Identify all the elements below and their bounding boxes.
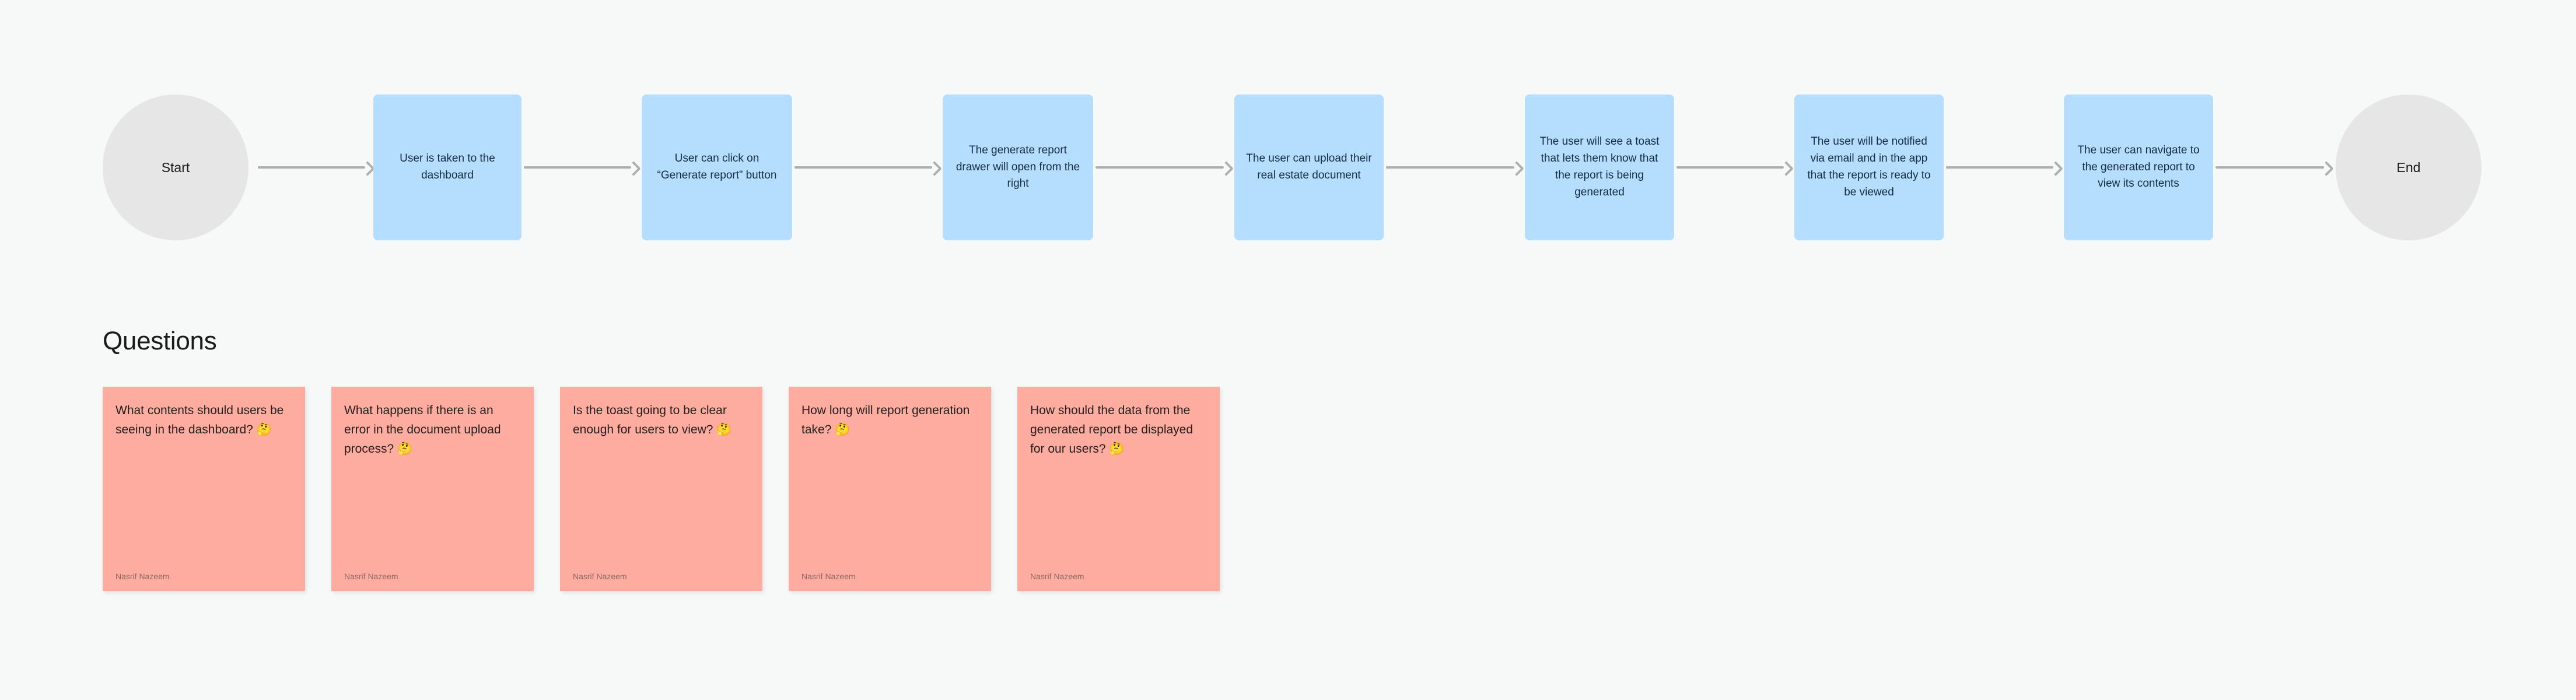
- flow-step-3[interactable]: The generate report drawer will open fro…: [943, 94, 1093, 240]
- sticky-note-author: Nasrif Nazeem: [116, 572, 170, 581]
- flow-end-label: End: [2396, 159, 2421, 175]
- sticky-note[interactable]: What happens if there is an error in the…: [331, 387, 534, 591]
- arrow-shaft: [258, 166, 365, 169]
- flow-connector-arrow-5: [1386, 161, 1524, 176]
- flow-end-node[interactable]: End: [2336, 94, 2482, 240]
- arrow-shaft: [1676, 166, 1784, 169]
- arrow-right-icon: [927, 161, 942, 176]
- arrow-right-icon: [2319, 161, 2334, 176]
- flow-step-label: The user will be notified via email and …: [1807, 135, 1931, 198]
- arrow-right-icon: [1509, 161, 1524, 176]
- sticky-note[interactable]: How long will report generation take? 🤔 …: [789, 387, 991, 591]
- sticky-note[interactable]: How should the data from the generated r…: [1017, 387, 1220, 591]
- flow-step-5[interactable]: The user will see a toast that lets them…: [1525, 94, 1674, 240]
- flow-start-label: Start: [161, 159, 190, 175]
- sticky-note-text: Is the toast going to be clear enough fo…: [573, 404, 732, 437]
- arrow-shaft: [1386, 166, 1514, 169]
- arrow-shaft: [1946, 166, 2053, 169]
- flow-step-label: User is taken to the dashboard: [400, 152, 495, 181]
- arrow-right-icon: [1779, 161, 1794, 176]
- questions-section-title: Questions: [103, 327, 217, 355]
- flow-step-label: User can click on “Generate report” butt…: [657, 152, 777, 181]
- arrow-shaft: [524, 166, 631, 169]
- sticky-note[interactable]: Is the toast going to be clear enough fo…: [560, 387, 762, 591]
- sticky-note-text: What happens if there is an error in the…: [344, 404, 501, 456]
- questions-notes-row: What contents should users be seeing in …: [103, 387, 1220, 591]
- sticky-note-author: Nasrif Nazeem: [344, 572, 398, 581]
- arrow-right-icon: [360, 161, 375, 176]
- flow-connector-arrow-7: [1946, 161, 2063, 176]
- flow-connector-arrow-2: [524, 161, 641, 176]
- flow-step-label: The user can navigate to the generated r…: [2077, 144, 2200, 190]
- flow-step-2[interactable]: User can click on “Generate report” butt…: [642, 94, 792, 240]
- flow-start-node[interactable]: Start: [103, 94, 249, 240]
- flow-step-1[interactable]: User is taken to the dashboard: [373, 94, 522, 240]
- flow-connector-arrow-3: [794, 161, 942, 176]
- arrow-right-icon: [626, 161, 641, 176]
- flow-step-4[interactable]: The user can upload their real estate do…: [1234, 94, 1384, 240]
- flow-connector-arrow-1: [258, 161, 375, 176]
- sticky-note-author: Nasrif Nazeem: [1030, 572, 1084, 581]
- flow-step-label: The user will see a toast that lets them…: [1539, 135, 1660, 198]
- flow-step-label: The user can upload their real estate do…: [1246, 152, 1372, 181]
- sticky-note-text: How long will report generation take? 🤔: [802, 404, 970, 437]
- sticky-note[interactable]: What contents should users be seeing in …: [103, 387, 305, 591]
- arrow-shaft: [1096, 166, 1224, 169]
- flow-connector-arrow-4: [1096, 161, 1234, 176]
- arrow-shaft: [794, 166, 932, 169]
- sticky-note-text: How should the data from the generated r…: [1030, 404, 1194, 456]
- sticky-note-author: Nasrif Nazeem: [802, 572, 856, 581]
- flow-step-7[interactable]: The user can navigate to the generated r…: [2064, 94, 2213, 240]
- flow-connector-arrow-8: [2216, 161, 2334, 176]
- flow-connector-arrow-6: [1676, 161, 1794, 176]
- arrow-right-icon: [1219, 161, 1234, 176]
- user-flow-diagram: Start User is taken to the dashboard Use…: [0, 94, 2576, 240]
- sticky-note-text: What contents should users be seeing in …: [116, 404, 284, 437]
- arrow-right-icon: [2048, 161, 2063, 176]
- arrow-shaft: [2216, 166, 2324, 169]
- sticky-note-author: Nasrif Nazeem: [573, 572, 627, 581]
- flow-step-6[interactable]: The user will be notified via email and …: [1794, 94, 1944, 240]
- flow-step-label: The generate report drawer will open fro…: [956, 144, 1080, 190]
